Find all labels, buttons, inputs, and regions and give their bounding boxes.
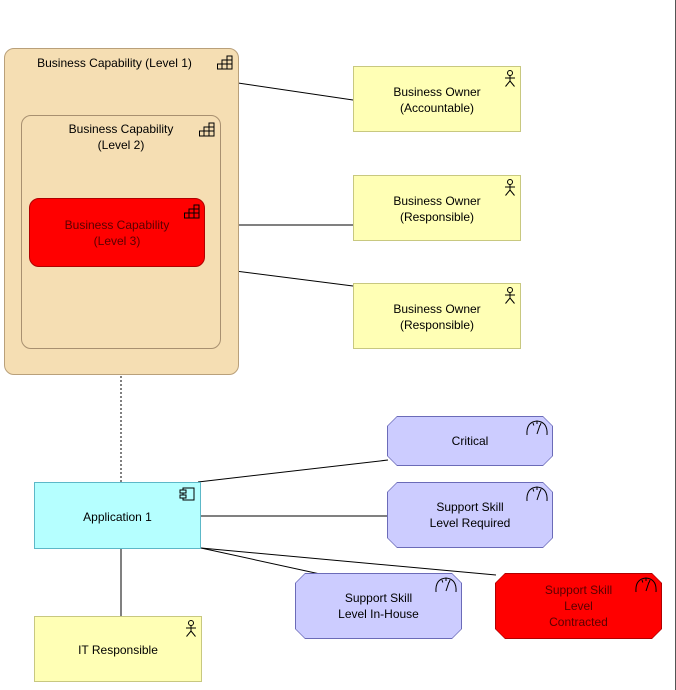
association-line-cap1-owner-accountable[interactable] [237,82,354,101]
business-capability-level-3-label: Business Capability (Level 3) [64,218,170,248]
business-capability-level-3[interactable]: Business Capability (Level 3) [29,198,205,267]
assessment-support-skill-level-required[interactable]: Support Skill Level Required [387,482,553,548]
assessment-support-skill-level-in-house[interactable]: Support Skill Level In-House [295,573,462,639]
application-component-icon [179,487,195,501]
it-responsible-actor[interactable]: IT Responsible [34,616,202,682]
actor-icon [505,179,515,196]
capability-icon [217,55,233,70]
application-component-1-label: Application 1 [83,510,152,524]
capability-icon [184,204,200,219]
assessment-support-skill-level-required-label: Support Skill Level Required [429,500,511,530]
assessment-gauge-icon [434,576,458,593]
assessment-critical[interactable]: Critical [387,416,553,466]
business-owner-accountable[interactable]: Business Owner (Accountable) [353,66,521,132]
application-component-1[interactable]: Application 1 [34,482,201,549]
association-line-app-skill-inhouse[interactable] [200,547,321,575]
business-owner-responsible-1[interactable]: Business Owner (Responsible) [353,175,521,241]
association-line-app-critical[interactable] [197,459,389,483]
assessment-support-skill-level-in-house-label: Support Skill Level In-House [338,591,419,621]
capability-icon [199,122,215,137]
actor-icon [186,620,196,637]
actor-icon [505,287,515,304]
business-owner-responsible-2[interactable]: Business Owner (Responsible) [353,283,521,349]
business-owner-responsible-1-label: Business Owner (Responsible) [393,194,481,224]
business-owner-responsible-2-label: Business Owner (Responsible) [393,302,481,332]
business-capability-level-1-label: Business Capability (Level 1) [37,56,192,70]
business-capability-level-2-label: Business Capability (Level 2) [68,122,174,152]
assessment-support-skill-level-contracted-label: Support Skill Level Contracted [544,583,613,629]
association-line-app-skill-contracted[interactable] [200,547,497,576]
assessment-gauge-icon [525,419,549,436]
actor-icon [505,70,515,87]
business-owner-accountable-label: Business Owner (Accountable) [393,85,481,115]
assessment-gauge-icon [525,485,549,502]
assessment-critical-label: Critical [451,434,489,448]
assessment-support-skill-level-contracted[interactable]: Support Skill Level Contracted [495,573,662,639]
it-responsible-label: IT Responsible [78,643,158,657]
assessment-gauge-icon [634,576,658,593]
